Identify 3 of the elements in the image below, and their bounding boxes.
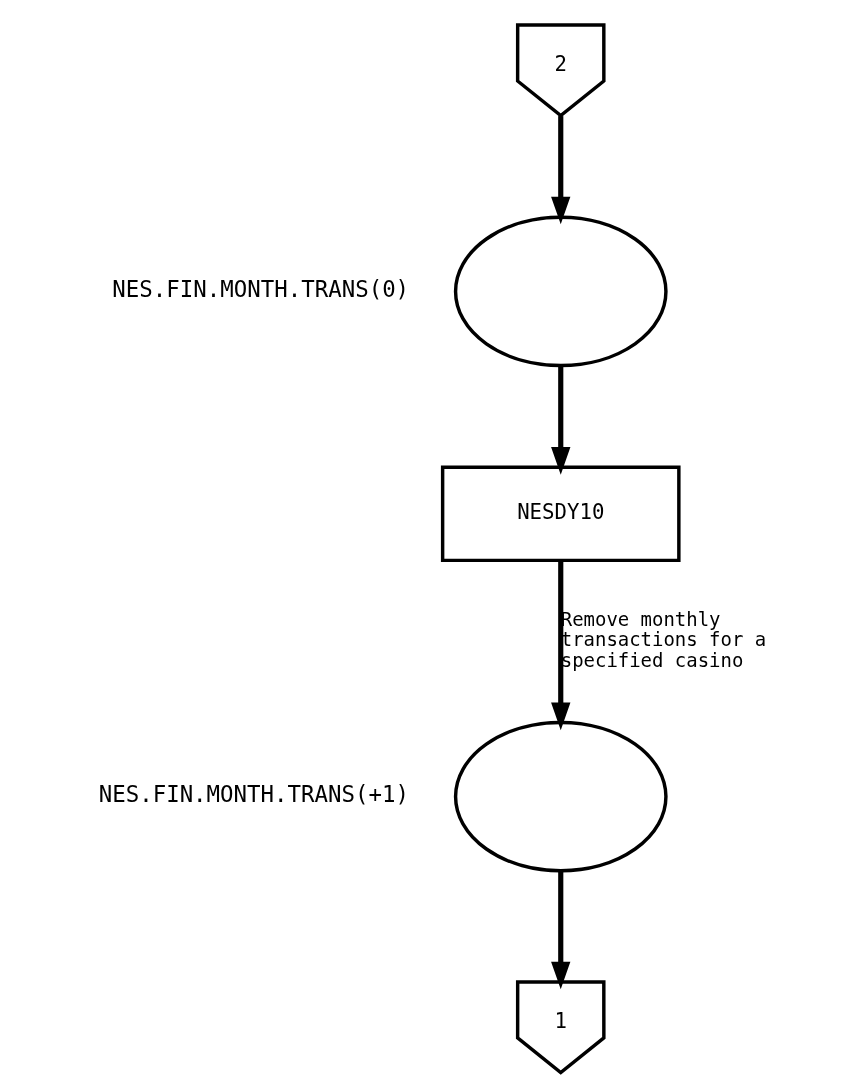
node-label: NES.FIN.MONTH.TRANS(+1) — [98, 781, 409, 808]
node-label: NES.FIN.MONTH.TRANS(0) — [112, 276, 410, 303]
edge-label: Remove monthly transactions for a specified casino — [560, 607, 767, 671]
